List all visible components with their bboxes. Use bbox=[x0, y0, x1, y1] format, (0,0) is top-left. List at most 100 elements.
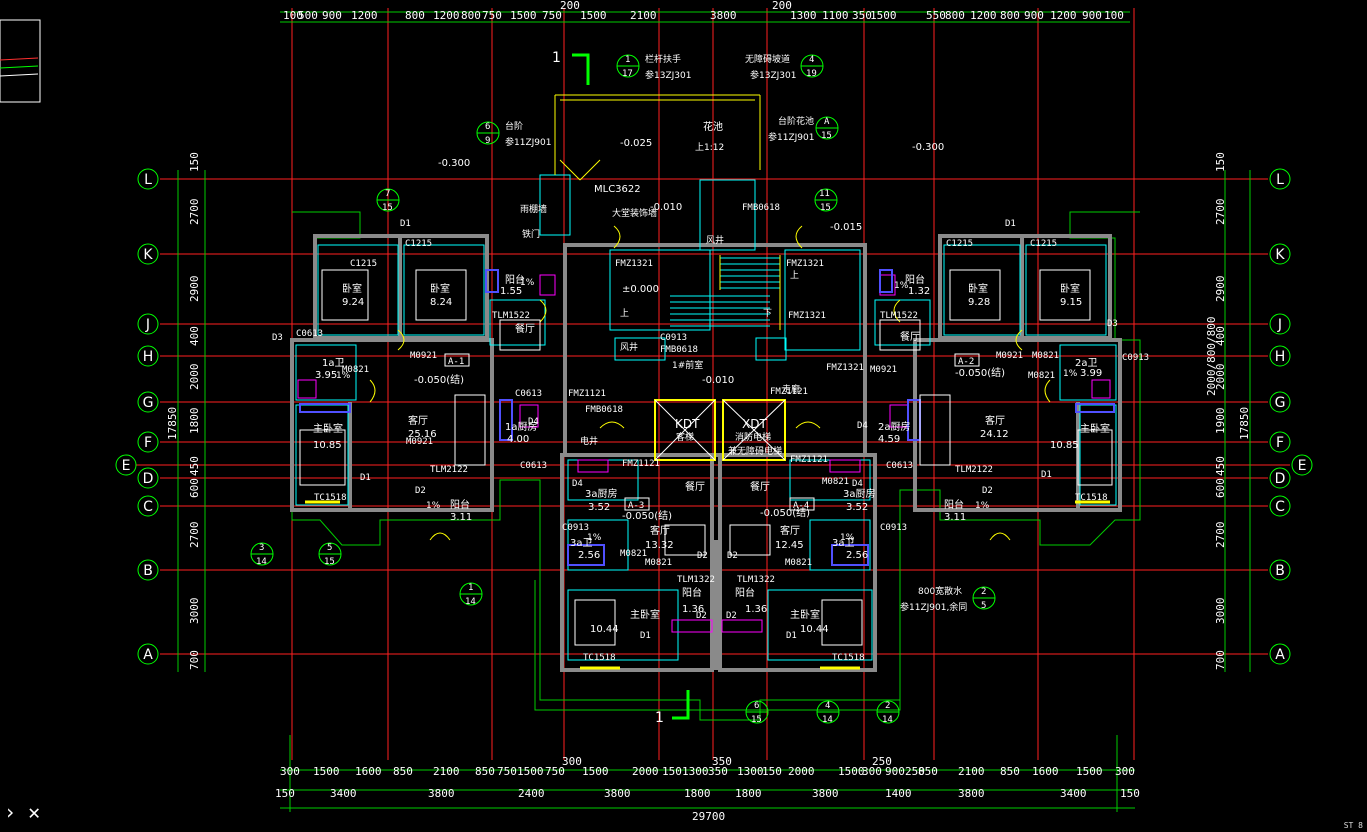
vdim-left-6: 1800 bbox=[188, 408, 201, 435]
room-cl-balcony: 阳台 bbox=[682, 586, 702, 599]
callout-1-sub: 14 bbox=[465, 597, 476, 607]
dim-bot-3: 1600 bbox=[355, 765, 382, 778]
axis-J-right: J bbox=[1277, 317, 1282, 333]
vdim-right-total: 17850 bbox=[1238, 407, 1251, 440]
dim-bot2-7: 1800 bbox=[735, 787, 762, 800]
callout-15a-sub: 15 bbox=[821, 131, 832, 141]
vdim-left-4: 400 bbox=[188, 326, 201, 346]
label-lobby: 大堂装饰墙 bbox=[612, 207, 657, 219]
dim-top-27: 100 bbox=[1104, 9, 1124, 22]
kitchen-fixtures bbox=[299, 269, 1115, 566]
corner-stamp: ST 8 bbox=[1343, 821, 1363, 830]
room-cr-master: 主卧室 bbox=[790, 608, 820, 621]
unit-tag-a3: A-3 bbox=[628, 501, 644, 511]
code-d2-2: D2 bbox=[982, 486, 993, 496]
dim-top-9: 1500 bbox=[510, 9, 537, 22]
code-fmz1121-2: FMZ1121 bbox=[622, 459, 660, 469]
elev-7: -0.050(结) bbox=[414, 373, 464, 386]
label-up-2: 上 bbox=[620, 308, 629, 319]
unit-tag-a2: A-2 bbox=[958, 357, 974, 367]
label-kdt-sub: 客梯 bbox=[676, 431, 694, 443]
callout-9-text: 台阶 bbox=[505, 120, 523, 132]
dim-bot-27: 1500 bbox=[1076, 765, 1103, 778]
code-c0913-4: C0913 bbox=[660, 333, 687, 343]
axis-B-right: B bbox=[1275, 563, 1285, 579]
room-right-master: 主卧室 bbox=[1080, 422, 1110, 435]
dim-top-4: 1200 bbox=[351, 9, 378, 22]
callout-6-num: 6 bbox=[754, 701, 759, 711]
code-m0921-1: M0921 bbox=[410, 351, 437, 361]
slope-3: 1% bbox=[336, 371, 351, 381]
callout-5-sub: 15 bbox=[324, 557, 335, 567]
section-mark-top: 1 bbox=[552, 50, 561, 66]
vdim-right-4: 400 bbox=[1214, 326, 1227, 346]
code-d1-5: D1 bbox=[640, 631, 651, 641]
dim-bot-22: 250 bbox=[905, 765, 925, 778]
label-xdt: XDT bbox=[742, 417, 767, 431]
axis-K-right: K bbox=[1275, 247, 1285, 263]
code-tlm1522-1: TLM1522 bbox=[492, 311, 530, 321]
code-d4-2: D4 bbox=[857, 421, 868, 431]
axis-A-right: A bbox=[1275, 647, 1285, 663]
dim-bot2-9: 1400 bbox=[885, 787, 912, 800]
room-left-bed1: 卧室 bbox=[342, 282, 362, 295]
code-c1215-4: C1215 bbox=[1030, 239, 1057, 249]
dim-bot2-12: 150 bbox=[1120, 787, 1140, 800]
room-cl-kitchen: 3a厨房 bbox=[585, 487, 618, 500]
label-kdt: KDT bbox=[675, 417, 700, 431]
vdim-left-3: 2900 bbox=[188, 276, 201, 303]
label-slope: 上1:12 bbox=[695, 142, 724, 153]
room-right-kitchen-area: 4.59 bbox=[878, 434, 900, 445]
centre-labels: 花池 上1:12 MLC3622 大堂装饰墙 雨棚墙 风井 风井 电井 上 上 … bbox=[520, 120, 800, 447]
dim-total: 29700 bbox=[692, 810, 725, 823]
dim-top-15: 1300 bbox=[790, 9, 817, 22]
callout-2b-num: 2 bbox=[885, 701, 890, 711]
dim-top-17: 1100 bbox=[822, 9, 849, 22]
vdim-left-10: 2700 bbox=[188, 522, 201, 549]
callout-17-sub: 17 bbox=[622, 69, 633, 79]
room-left-master: 主卧室 bbox=[313, 422, 343, 435]
axis-A-left: A bbox=[143, 647, 153, 663]
code-c0913-1: C0913 bbox=[562, 523, 589, 533]
vdim-right-1: 150 bbox=[1214, 152, 1227, 172]
dim-top-10: 750 bbox=[542, 9, 562, 22]
room-right-bed2: 卧室 bbox=[1060, 282, 1080, 295]
dim-top-2: 500 bbox=[298, 9, 318, 22]
room-cr-living: 客厅 bbox=[780, 524, 800, 537]
room-right-balcony1: 阳台 bbox=[905, 273, 925, 286]
section-mark-bottom: 1 bbox=[655, 710, 664, 726]
vdim-left-8: 450 bbox=[188, 456, 201, 476]
label-gate: 铁门 bbox=[522, 228, 540, 240]
room-right-bath-area: 3.99 bbox=[1080, 368, 1102, 379]
callout-11-sub: 15 bbox=[820, 203, 831, 213]
code-fmb0618-1: FMB0618 bbox=[585, 405, 623, 415]
room-right-living: 客厅 bbox=[985, 414, 1005, 427]
code-c0613-2: C0613 bbox=[520, 461, 547, 471]
vdim-right-10: 2700 bbox=[1214, 522, 1227, 549]
dim-bot-25: 850 bbox=[1000, 765, 1020, 778]
vdim-right-6: 1900 bbox=[1214, 408, 1227, 435]
label-wind2: 风井 bbox=[620, 341, 638, 353]
code-tc1518-4: TC1518 bbox=[832, 653, 865, 663]
dim-bot2-8: 3800 bbox=[812, 787, 839, 800]
dim-top-23: 800 bbox=[1000, 9, 1020, 22]
dim-bot2-2: 3400 bbox=[330, 787, 357, 800]
room-left-living: 客厅 bbox=[408, 414, 428, 427]
room-left-dining: 餐厅 bbox=[515, 322, 535, 335]
dimension-guides bbox=[177, 11, 1251, 812]
dim-bot-16: 1300 bbox=[737, 765, 764, 778]
slope-6: 1% bbox=[975, 501, 990, 511]
dim-bot-26: 1600 bbox=[1032, 765, 1059, 778]
label-xdt-sub2: 兼无障碍电梯 bbox=[728, 445, 782, 457]
code-tlm1322-1: TLM1322 bbox=[677, 575, 715, 585]
elev-11: -0.050(结) bbox=[760, 506, 810, 519]
dim-bot-18: 2000 bbox=[788, 765, 815, 778]
dim-top-12: 1500 bbox=[580, 9, 607, 22]
slope-marks: 1% 1% 1% 1% 1% 1% 1% 1% bbox=[336, 278, 1078, 543]
room-right-bath: 2a卫 bbox=[1075, 358, 1098, 369]
code-d1-1: D1 bbox=[400, 219, 411, 229]
callout-15a-num: A bbox=[824, 117, 830, 127]
axis-F-left: F bbox=[144, 435, 152, 451]
dim-bot-15: 350 bbox=[708, 765, 728, 778]
